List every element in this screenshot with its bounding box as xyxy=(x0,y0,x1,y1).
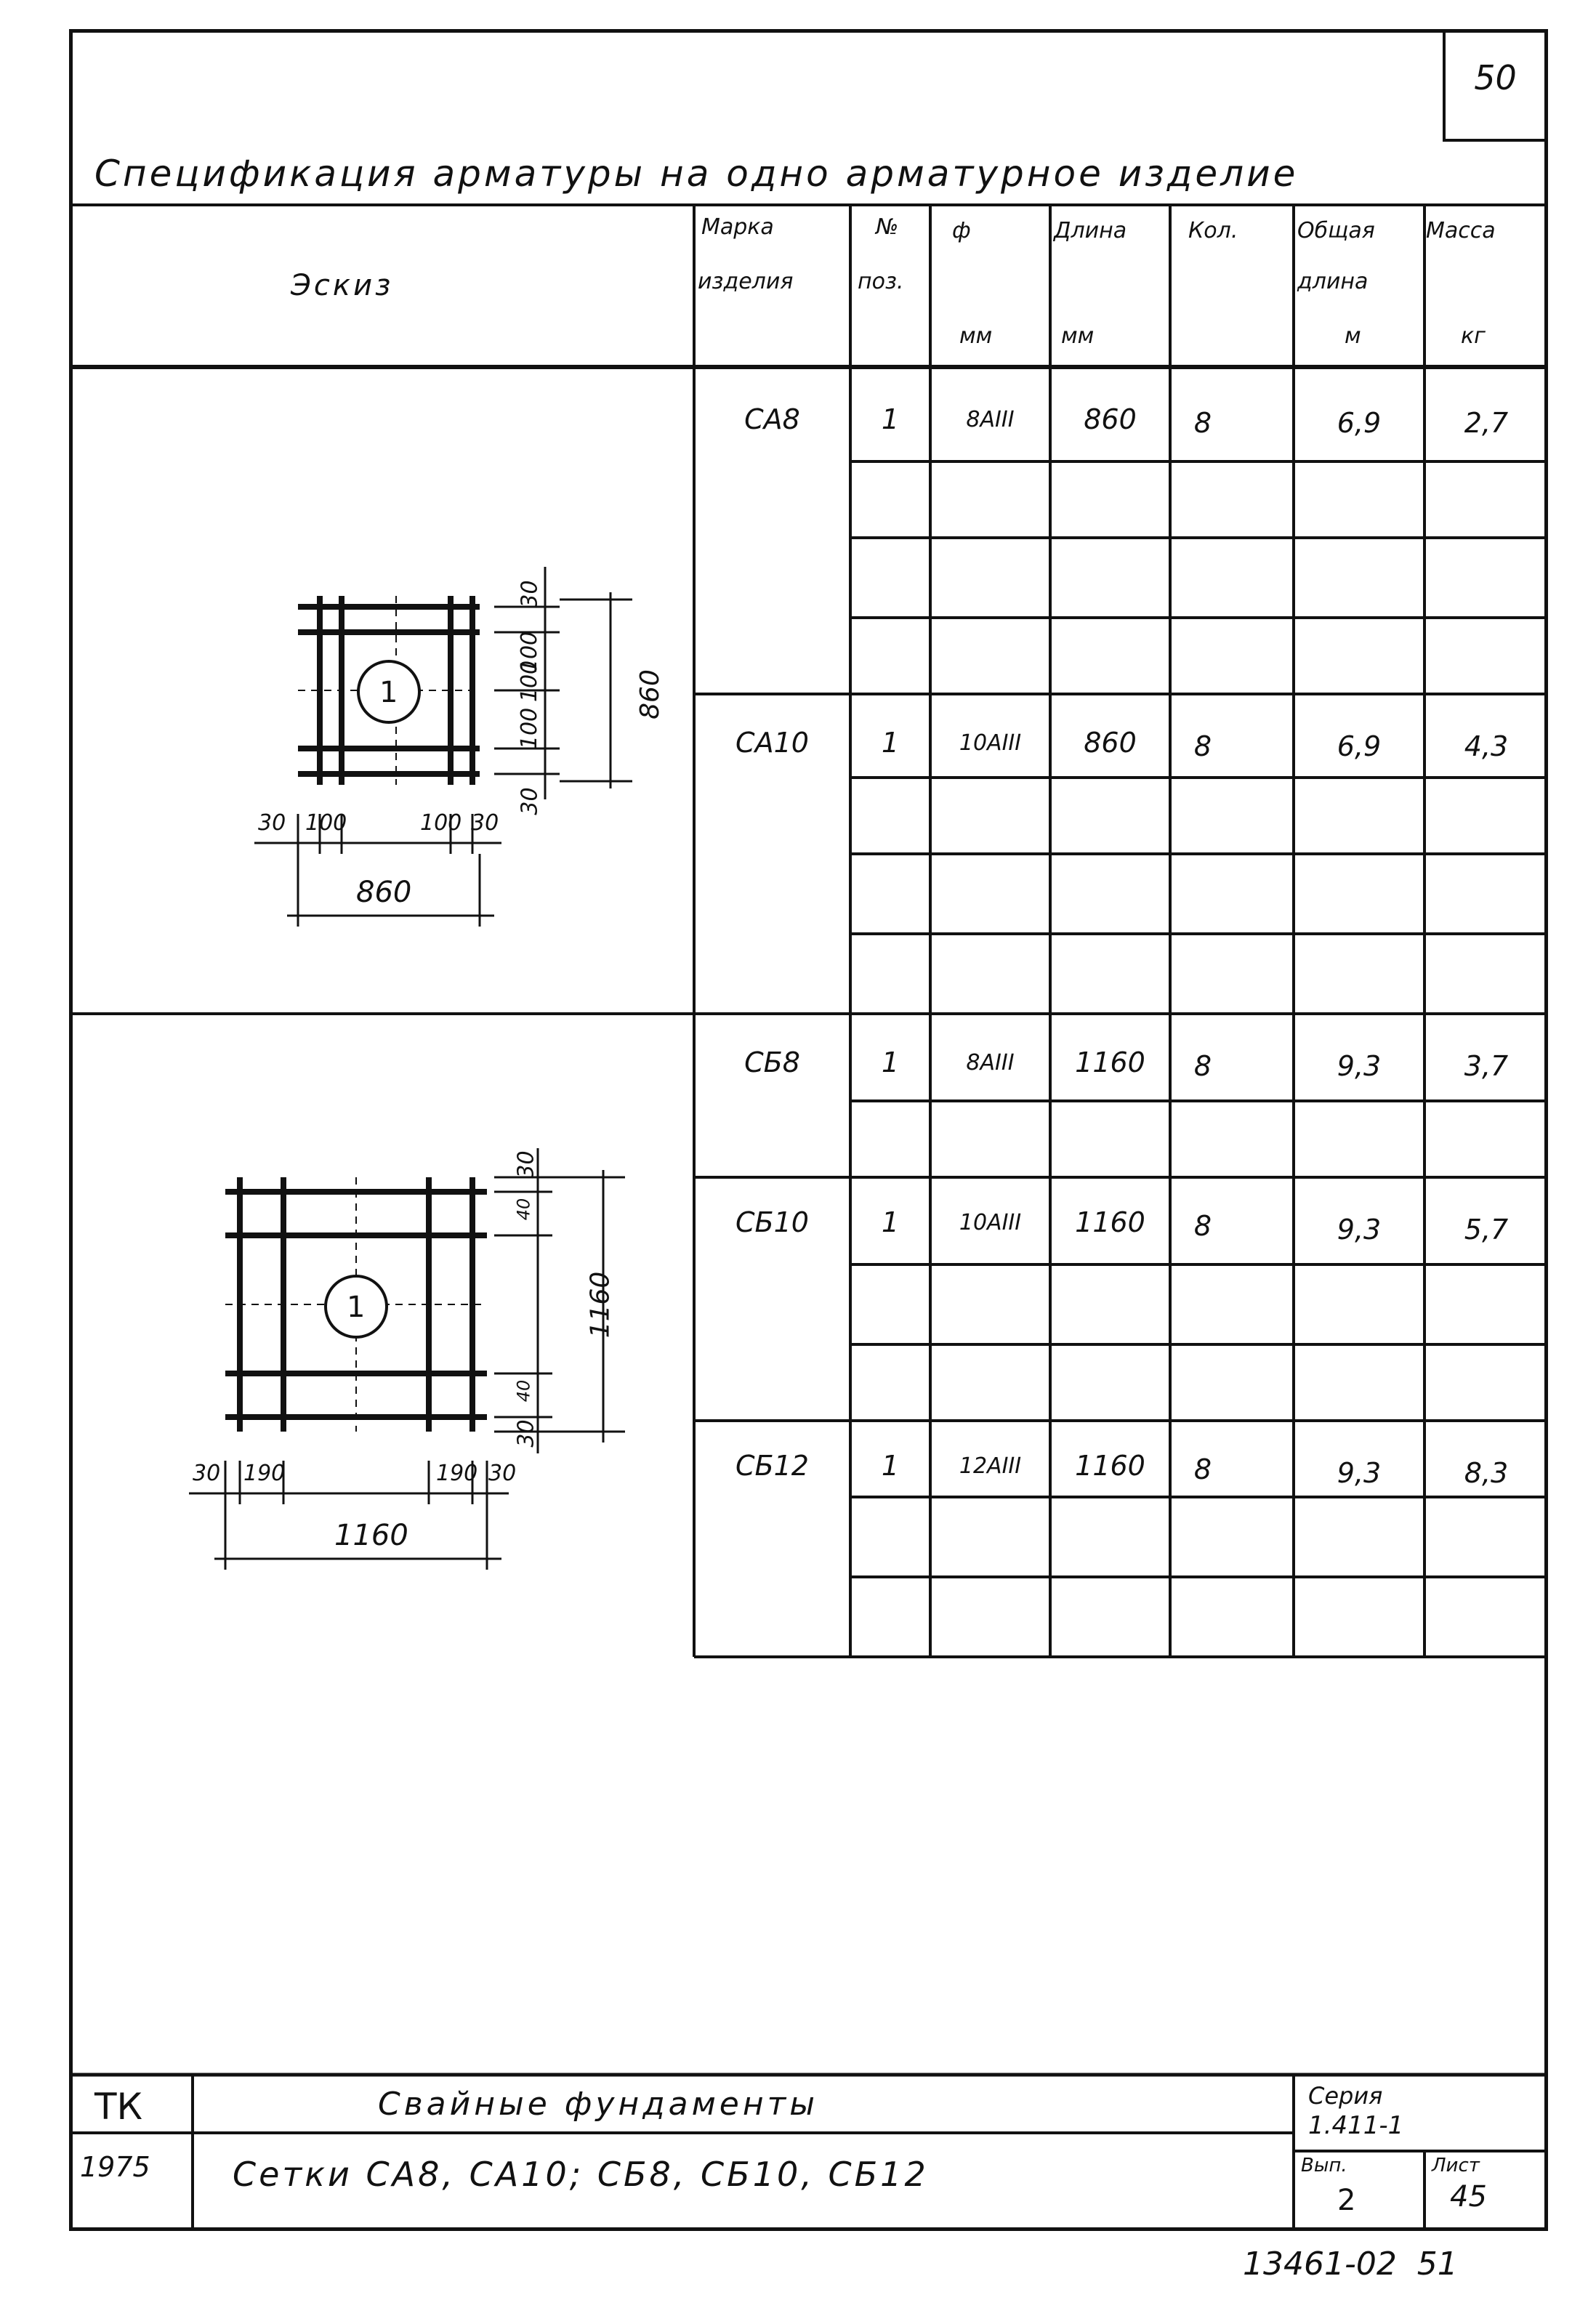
cell-qty: 8 xyxy=(1193,730,1212,762)
cell-len: 1160 xyxy=(1075,1206,1145,1238)
sketch-a-dim-bottom-1: 100 xyxy=(305,810,347,836)
spec-title: Спецификация арматуры на одно арматурное… xyxy=(94,153,1299,195)
cell-dia: 8АIII xyxy=(966,1050,1015,1076)
cell-len: 1160 xyxy=(1075,1450,1145,1482)
title-block-sheet-label: Лист xyxy=(1432,2155,1480,2176)
header-mass-unit: кг xyxy=(1461,323,1486,349)
sketch-b-dim-right-2: 40 xyxy=(513,1379,534,1403)
title-block-org: ТК xyxy=(94,2086,143,2128)
cell-pos: 1 xyxy=(881,1046,900,1078)
sketch-a-dim-total: 860 xyxy=(356,876,412,909)
sketch-b-dim-total: 1160 xyxy=(334,1519,408,1552)
cell-dia: 10АIII xyxy=(959,1210,1022,1235)
header-dia-unit: мм xyxy=(959,323,993,349)
title-block-issue-value: 2 xyxy=(1337,2184,1356,2217)
header-total-2: длина xyxy=(1297,269,1369,294)
header-total-unit: м xyxy=(1345,323,1361,349)
header-pos-1: № xyxy=(876,214,899,240)
header-dia: ф xyxy=(952,218,971,243)
title-block-issue-label: Вып. xyxy=(1301,2155,1347,2176)
page-number: 50 xyxy=(1474,58,1517,97)
cell-total: 9,3 xyxy=(1337,1214,1382,1246)
cell-total: 9,3 xyxy=(1337,1050,1382,1082)
cell-mass: 3,7 xyxy=(1464,1050,1509,1082)
header-len-unit: мм xyxy=(1061,323,1095,349)
sketch-b-pos-label: 1 xyxy=(347,1291,366,1324)
title-block-sheet-title: Сетки СА8, СА10; СБ8, СБ10, СБ12 xyxy=(233,2155,929,2194)
cell-qty: 8 xyxy=(1193,1453,1212,1485)
cell-mark: СБ12 xyxy=(735,1450,809,1482)
sketch-b-dim-bottom-2: 190 xyxy=(436,1461,478,1486)
cell-mark: СБ10 xyxy=(735,1206,809,1238)
title-block-sheet-value: 45 xyxy=(1450,2180,1487,2214)
cell-mass: 2,7 xyxy=(1464,407,1509,439)
header-mass: Масса xyxy=(1426,218,1496,243)
cell-dia: 10АIII xyxy=(959,730,1022,756)
cell-dia: 8АIII xyxy=(966,407,1015,432)
title-block-series-value: 1.411-1 xyxy=(1308,2111,1404,2140)
header-total-1: Общая xyxy=(1297,218,1375,243)
drawing-frame xyxy=(69,29,1548,2231)
sketch-a-pos-label: 1 xyxy=(379,676,398,709)
cell-dia: 12АIII xyxy=(959,1453,1022,1479)
sketch-b-dim-right-3: 30 xyxy=(513,1419,539,1448)
cell-len: 860 xyxy=(1084,727,1137,759)
header-mark-2: изделия xyxy=(698,269,794,294)
cell-pos: 1 xyxy=(881,1206,900,1238)
cell-qty: 8 xyxy=(1193,407,1212,439)
sketch-a-dim-bottom-2: 100 xyxy=(420,810,462,836)
sketch-b-dim-right-1: 40 xyxy=(513,1198,534,1221)
cell-mass: 5,7 xyxy=(1464,1214,1509,1246)
cell-mark: СА8 xyxy=(744,403,800,435)
sketch-b-dim-bottom-3: 30 xyxy=(488,1461,517,1486)
cell-mark: СБ8 xyxy=(744,1046,800,1078)
title-block-year: 1975 xyxy=(80,2151,150,2183)
cell-total: 6,9 xyxy=(1337,730,1382,762)
cell-qty: 8 xyxy=(1193,1210,1212,1242)
header-sketch: Эскиз xyxy=(291,269,394,302)
archive-number: 13461-02 51 xyxy=(1243,2246,1458,2283)
cell-qty: 8 xyxy=(1193,1050,1212,1082)
cell-mass: 4,3 xyxy=(1464,730,1509,762)
sketch-b-dim-bottom-0: 30 xyxy=(193,1461,221,1486)
header-mark-1: Марка xyxy=(701,214,774,240)
page-number-box xyxy=(1443,29,1548,142)
header-len: Длина xyxy=(1054,218,1127,243)
cell-mark: СА10 xyxy=(735,727,809,759)
sketch-b-side-total: 1160 xyxy=(585,1271,616,1339)
sketch-b-dim-right-0: 30 xyxy=(513,1150,539,1179)
cell-pos: 1 xyxy=(881,1450,900,1482)
header-pos-2: поз. xyxy=(858,269,904,294)
sketch-a-dim-bottom-0: 30 xyxy=(258,810,286,836)
cell-len: 1160 xyxy=(1075,1046,1145,1078)
cell-pos: 1 xyxy=(881,403,900,435)
header-qty: Кол. xyxy=(1188,218,1238,243)
sketch-b-dim-bottom-1: 190 xyxy=(243,1461,286,1486)
cell-mass: 8,3 xyxy=(1464,1457,1509,1489)
cell-len: 860 xyxy=(1084,403,1137,435)
title-block-series-label: Серия xyxy=(1308,2082,1383,2110)
sketch-a-dim-bottom-3: 30 xyxy=(471,810,499,836)
cell-total: 9,3 xyxy=(1337,1457,1382,1489)
title-block-subject: Свайные фундаменты xyxy=(378,2086,818,2123)
cell-total: 6,9 xyxy=(1337,407,1382,439)
cell-pos: 1 xyxy=(881,727,900,759)
